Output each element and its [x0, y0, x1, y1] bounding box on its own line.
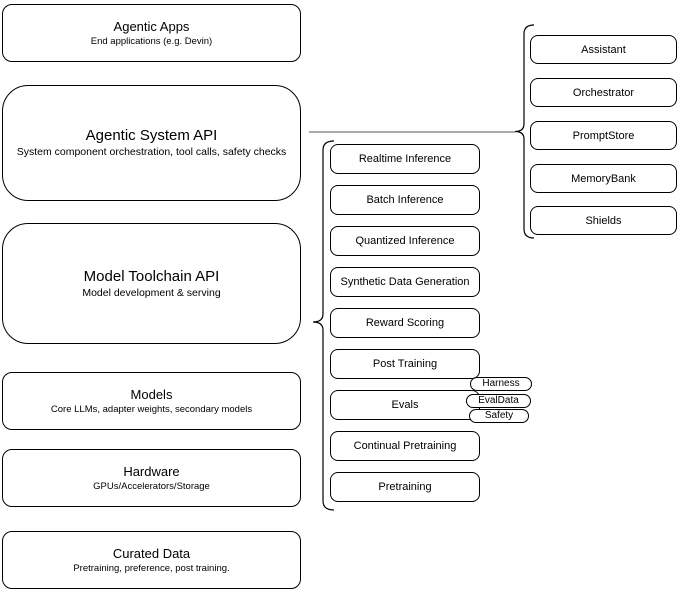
node-curated-data: Curated Data Pretraining, preference, po… — [2, 531, 301, 589]
node-title: Models — [130, 386, 173, 402]
node-realtime-inference: Realtime Inference — [330, 144, 480, 174]
node-subtitle: Core LLMs, adapter weights, secondary mo… — [50, 403, 253, 415]
node-title: Model Toolchain API — [83, 267, 220, 285]
node-assistant: Assistant — [530, 35, 677, 64]
node-title: Curated Data — [112, 545, 191, 561]
node-reward-scoring: Reward Scoring — [330, 308, 480, 338]
tag-evaldata: EvalData — [466, 394, 531, 408]
node-agentic-apps: Agentic Apps End applications (e.g. Devi… — [2, 4, 301, 62]
node-orchestrator: Orchestrator — [530, 78, 677, 107]
node-models: Models Core LLMs, adapter weights, secon… — [2, 372, 301, 430]
node-evals: Evals — [330, 390, 480, 420]
tag-safety: Safety — [469, 409, 529, 423]
node-continual-pretraining: Continual Pretraining — [330, 431, 480, 461]
node-agentic-system-api: Agentic System API System component orch… — [2, 85, 301, 201]
node-subtitle: System component orchestration, tool cal… — [16, 146, 287, 158]
node-subtitle: Model development & serving — [82, 286, 221, 299]
node-quantized-inference: Quantized Inference — [330, 226, 480, 256]
node-hardware: Hardware GPUs/Accelerators/Storage — [2, 449, 301, 507]
node-subtitle: GPUs/Accelerators/Storage — [93, 480, 210, 492]
node-synthetic-data-generation: Synthetic Data Generation — [330, 267, 480, 297]
node-title: Agentic System API — [85, 127, 218, 144]
node-subtitle: End applications (e.g. Devin) — [90, 35, 213, 47]
node-pretraining: Pretraining — [330, 472, 480, 502]
node-title: Hardware — [123, 463, 180, 479]
node-promptstore: PromptStore — [530, 121, 677, 150]
tag-harness: Harness — [470, 377, 532, 391]
node-title: Agentic Apps — [113, 18, 190, 34]
node-model-toolchain-api: Model Toolchain API Model development & … — [2, 223, 301, 344]
node-post-training: Post Training — [330, 349, 480, 379]
node-batch-inference: Batch Inference — [330, 185, 480, 215]
node-shields: Shields — [530, 206, 677, 235]
node-memorybank: MemoryBank — [530, 164, 677, 193]
node-subtitle: Pretraining, preference, post training. — [73, 562, 230, 574]
